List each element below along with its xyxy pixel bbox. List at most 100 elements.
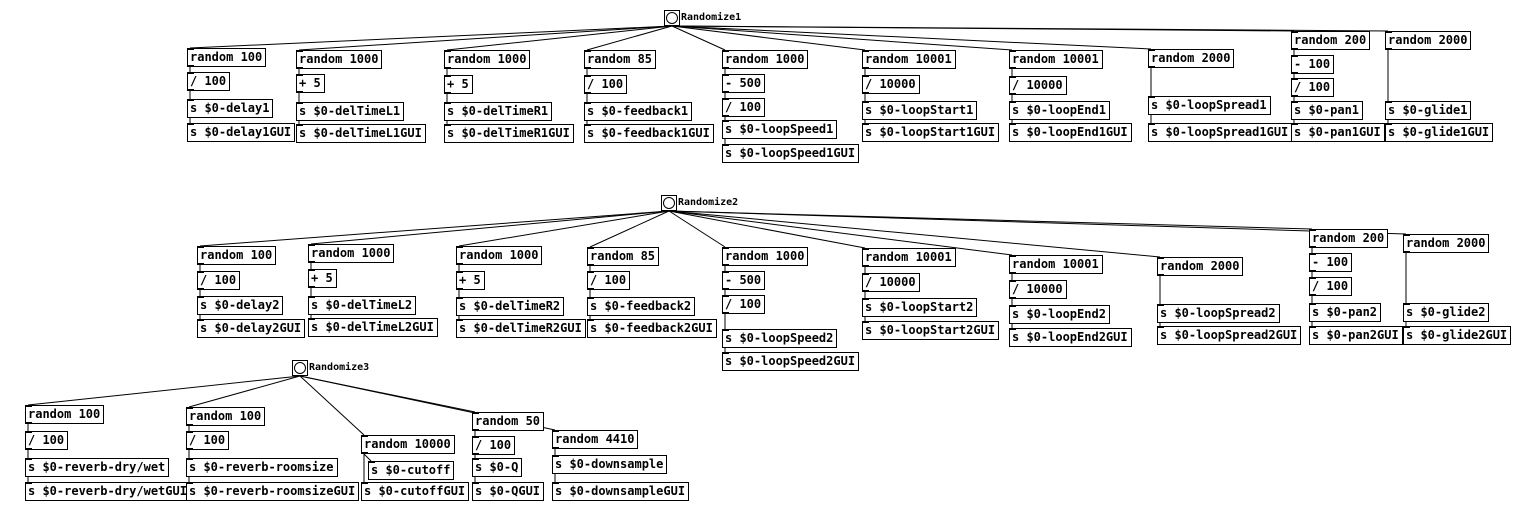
random-object[interactable]: random 2000 bbox=[1157, 257, 1244, 276]
send-object[interactable]: s $0-delay2 bbox=[197, 296, 284, 315]
send-object[interactable]: s $0-pan2GUI bbox=[1309, 326, 1403, 345]
send-object[interactable]: s $0-delay2GUI bbox=[197, 319, 306, 338]
divide-object[interactable]: / 100 bbox=[186, 431, 230, 450]
divide-object[interactable]: / 100 bbox=[722, 295, 766, 314]
send-object[interactable]: s $0-glide2 bbox=[1403, 303, 1490, 322]
add-object[interactable]: + 5 bbox=[456, 271, 485, 290]
random-object[interactable]: random 4410 bbox=[552, 430, 639, 449]
random-object[interactable]: random 2000 bbox=[1403, 234, 1490, 253]
send-object[interactable]: s $0-loopEnd2GUI bbox=[1009, 328, 1132, 347]
divide-object[interactable]: / 100 bbox=[1291, 78, 1335, 97]
send-object[interactable]: s $0-delTimeR2 bbox=[456, 297, 565, 316]
random-object[interactable]: random 10000 bbox=[361, 435, 455, 454]
send-object[interactable]: s $0-delTimeL2GUI bbox=[308, 318, 438, 337]
send-object[interactable]: s $0-pan1 bbox=[1291, 101, 1364, 120]
send-object[interactable]: s $0-glide1 bbox=[1385, 101, 1472, 120]
send-object[interactable]: s $0-Q bbox=[472, 458, 523, 477]
divide-object[interactable]: / 100 bbox=[197, 271, 241, 290]
random-object[interactable]: random 10001 bbox=[862, 50, 956, 69]
divide-object[interactable]: / 100 bbox=[472, 436, 516, 455]
subtract-object[interactable]: - 100 bbox=[1309, 253, 1353, 272]
send-object[interactable]: s $0-loopSpread2GUI bbox=[1157, 326, 1302, 345]
send-object[interactable]: s $0-glide2GUI bbox=[1403, 326, 1512, 345]
send-object[interactable]: s $0-pan1GUI bbox=[1291, 123, 1385, 142]
send-object[interactable]: s $0-QGUI bbox=[472, 482, 545, 501]
divide-object[interactable]: / 10000 bbox=[1009, 76, 1067, 95]
random-object[interactable]: random 100 bbox=[187, 48, 267, 67]
randomize3-bang[interactable] bbox=[292, 360, 308, 376]
random-object[interactable]: random 1000 bbox=[456, 246, 543, 265]
send-object[interactable]: s $0-loopStart1 bbox=[862, 101, 978, 120]
random-object[interactable]: random 50 bbox=[472, 412, 545, 431]
send-object[interactable]: s $0-delTimeR1 bbox=[444, 102, 553, 121]
send-object[interactable]: s $0-loopStart2GUI bbox=[862, 321, 1000, 340]
send-object[interactable]: s $0-feedback1 bbox=[584, 102, 693, 121]
send-object[interactable]: s $0-glide1GUI bbox=[1385, 123, 1494, 142]
add-object[interactable]: + 5 bbox=[308, 269, 337, 288]
random-object[interactable]: random 85 bbox=[587, 247, 660, 266]
send-object[interactable]: s $0-delTimeL1 bbox=[296, 102, 405, 121]
random-object[interactable]: random 200 bbox=[1291, 31, 1371, 50]
send-object[interactable]: s $0-pan2 bbox=[1309, 303, 1382, 322]
add-object[interactable]: + 5 bbox=[444, 75, 473, 94]
send-object[interactable]: s $0-loopEnd1 bbox=[1009, 101, 1110, 120]
send-object[interactable]: s $0-cutoff bbox=[368, 461, 455, 480]
send-object[interactable]: s $0-loopStart2 bbox=[862, 298, 978, 317]
send-object[interactable]: s $0-delay1 bbox=[187, 99, 274, 118]
subtract-object[interactable]: - 500 bbox=[722, 74, 766, 93]
send-object[interactable]: s $0-reverb-roomsizeGUI bbox=[186, 482, 360, 501]
send-object[interactable]: s $0-delTimeR2GUI bbox=[456, 319, 586, 338]
add-object[interactable]: + 5 bbox=[296, 74, 325, 93]
random-object[interactable]: random 100 bbox=[197, 246, 277, 265]
send-object[interactable]: s $0-downsampleGUI bbox=[552, 482, 690, 501]
send-object[interactable]: s $0-delTimeL2 bbox=[308, 296, 417, 315]
random-object[interactable]: random 1000 bbox=[722, 247, 809, 266]
divide-object[interactable]: / 100 bbox=[722, 98, 766, 117]
random-object[interactable]: random 10001 bbox=[862, 248, 956, 267]
send-object[interactable]: s $0-delTimeR1GUI bbox=[444, 124, 574, 143]
send-object[interactable]: s $0-loopStart1GUI bbox=[862, 123, 1000, 142]
send-object[interactable]: s $0-delTimeL1GUI bbox=[296, 124, 426, 143]
send-object[interactable]: s $0-reverb-dry/wet bbox=[25, 458, 170, 477]
send-object[interactable]: s $0-feedback2GUI bbox=[587, 319, 717, 338]
send-object[interactable]: s $0-delay1GUI bbox=[187, 123, 296, 142]
send-object[interactable]: s $0-cutoffGUI bbox=[361, 482, 470, 501]
subtract-object[interactable]: - 500 bbox=[722, 271, 766, 290]
send-object[interactable]: s $0-feedback2 bbox=[587, 297, 696, 316]
randomize2-bang[interactable] bbox=[661, 195, 677, 211]
random-object[interactable]: random 85 bbox=[584, 50, 657, 69]
send-object[interactable]: s $0-loopSpeed2GUI bbox=[722, 352, 860, 371]
random-object[interactable]: random 100 bbox=[186, 407, 266, 426]
divide-object[interactable]: / 100 bbox=[1309, 277, 1353, 296]
divide-object[interactable]: / 10000 bbox=[1009, 280, 1067, 299]
send-object[interactable]: s $0-feedback1GUI bbox=[584, 124, 714, 143]
random-object[interactable]: random 100 bbox=[25, 405, 105, 424]
random-object[interactable]: random 2000 bbox=[1148, 49, 1235, 68]
random-object[interactable]: random 10001 bbox=[1009, 50, 1103, 69]
random-object[interactable]: random 200 bbox=[1309, 229, 1389, 248]
send-object[interactable]: s $0-loopEnd2 bbox=[1009, 305, 1110, 324]
random-object[interactable]: random 2000 bbox=[1385, 31, 1472, 50]
send-object[interactable]: s $0-downsample bbox=[552, 455, 668, 474]
divide-object[interactable]: / 100 bbox=[584, 75, 628, 94]
divide-object[interactable]: / 100 bbox=[25, 431, 69, 450]
bang-circle-icon[interactable] bbox=[294, 362, 306, 374]
bang-circle-icon[interactable] bbox=[663, 197, 675, 209]
subtract-object[interactable]: - 100 bbox=[1291, 55, 1335, 74]
divide-object[interactable]: / 100 bbox=[187, 72, 231, 91]
random-object[interactable]: random 1000 bbox=[308, 244, 395, 263]
send-object[interactable]: s $0-reverb-roomsize bbox=[186, 458, 338, 477]
random-object[interactable]: random 1000 bbox=[722, 50, 809, 69]
send-object[interactable]: s $0-loopEnd1GUI bbox=[1009, 123, 1132, 142]
send-object[interactable]: s $0-loopSpread2 bbox=[1157, 304, 1280, 323]
send-object[interactable]: s $0-loopSpeed2 bbox=[722, 329, 838, 348]
send-object[interactable]: s $0-loopSpread1GUI bbox=[1148, 123, 1293, 142]
send-object[interactable]: s $0-reverb-dry/wetGUI bbox=[25, 482, 191, 501]
divide-object[interactable]: / 100 bbox=[587, 271, 631, 290]
send-object[interactable]: s $0-loopSpeed1GUI bbox=[722, 144, 860, 163]
divide-object[interactable]: / 10000 bbox=[862, 273, 920, 292]
bang-circle-icon[interactable] bbox=[666, 12, 678, 24]
send-object[interactable]: s $0-loopSpeed1 bbox=[722, 120, 838, 139]
random-object[interactable]: random 10001 bbox=[1009, 255, 1103, 274]
send-object[interactable]: s $0-loopSpread1 bbox=[1148, 96, 1271, 115]
